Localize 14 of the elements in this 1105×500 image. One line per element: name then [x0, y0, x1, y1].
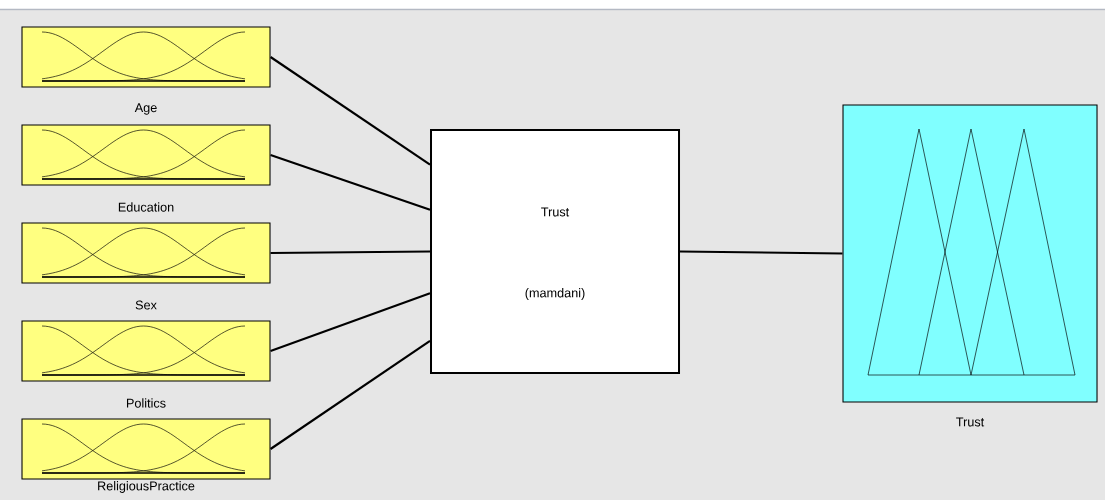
connector-line [270, 292, 431, 352]
system-label: (mamdani) [525, 288, 585, 300]
connector-line [270, 154, 431, 211]
variable-label: Politics [127, 398, 166, 408]
connector-line [680, 250, 843, 255]
variable-label: Sex [135, 300, 157, 310]
connector-line [270, 250, 431, 255]
variable-label: Age [134, 103, 157, 115]
connector-line [269, 340, 431, 450]
variable-label: Education [118, 202, 174, 212]
variable-label: Trust [956, 417, 985, 427]
variable-label: ReligiousPractice [98, 481, 195, 493]
connector-line [269, 56, 431, 166]
system-label: Trust [541, 207, 570, 217]
